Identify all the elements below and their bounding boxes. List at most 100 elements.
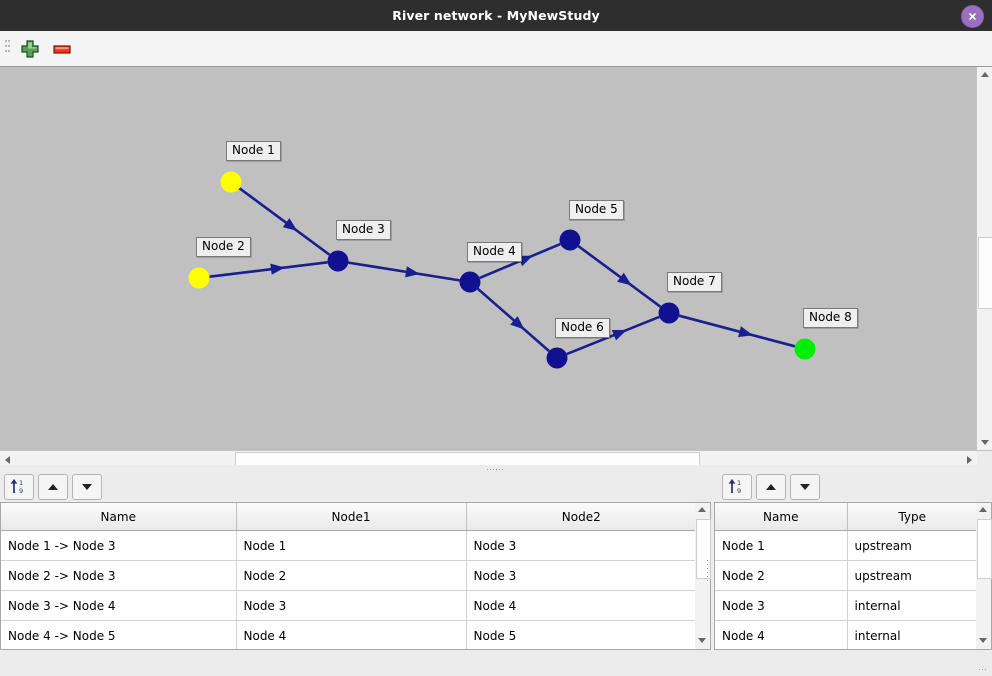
horizontal-splitter[interactable] bbox=[0, 465, 992, 474]
diagram-node[interactable] bbox=[188, 267, 210, 289]
diagram-node[interactable] bbox=[794, 338, 816, 360]
node-scroll-thumb[interactable] bbox=[977, 519, 992, 579]
diagram-edge[interactable] bbox=[577, 245, 662, 308]
branch-scroll-down-button[interactable] bbox=[695, 634, 708, 649]
column-header[interactable]: Type bbox=[847, 503, 977, 531]
close-icon[interactable] bbox=[961, 5, 984, 28]
table-cell[interactable]: upstream bbox=[847, 530, 977, 561]
scroll-up-button[interactable] bbox=[977, 67, 992, 82]
diagram-edge[interactable] bbox=[477, 287, 550, 353]
sort-ascending-icon[interactable]: 1 9 bbox=[4, 474, 34, 500]
table-cell[interactable]: upstream bbox=[847, 560, 977, 591]
canvas-horizontal-scrollbar[interactable] bbox=[0, 450, 977, 467]
diagram-node[interactable] bbox=[559, 229, 581, 251]
diagram-edge[interactable] bbox=[678, 314, 796, 348]
scroll-right-button[interactable] bbox=[962, 451, 977, 466]
diagram-node-label[interactable]: Node 5 bbox=[569, 200, 624, 220]
diagram-node-label[interactable]: Node 3 bbox=[336, 220, 391, 240]
diagram-viewport[interactable]: Node 1 Node 2 Node 3 Node 4 Node 5 Node 6 Node… bbox=[0, 67, 977, 449]
scroll-down-button[interactable] bbox=[977, 435, 992, 450]
diagram-edge[interactable] bbox=[566, 315, 660, 356]
diagram-edge[interactable] bbox=[348, 261, 460, 282]
diagram-node[interactable] bbox=[658, 302, 680, 324]
table-cell[interactable]: Node 1 bbox=[715, 530, 848, 561]
delete-minus-icon[interactable] bbox=[50, 37, 74, 61]
canvas-vscroll-track[interactable] bbox=[977, 82, 992, 435]
column-header[interactable]: Node2 bbox=[466, 503, 696, 531]
diagram-edge[interactable] bbox=[238, 187, 331, 256]
node-move-up-button[interactable] bbox=[756, 474, 786, 500]
diagram-node[interactable] bbox=[220, 171, 242, 193]
column-header[interactable]: Node1 bbox=[236, 503, 467, 531]
table-cell[interactable]: Node 4 bbox=[236, 620, 467, 649]
node-sort-ascending-icon[interactable]: 1 9 bbox=[722, 474, 752, 500]
table-cell[interactable]: Node 3 bbox=[715, 590, 848, 621]
table-cell[interactable]: Node 2 -> Node 3 bbox=[1, 560, 237, 591]
table-cell[interactable]: Node 3 bbox=[466, 560, 696, 591]
svg-text:9: 9 bbox=[19, 487, 23, 495]
table-cell[interactable]: Node 3 bbox=[466, 530, 696, 561]
table-cell[interactable]: Node 2 bbox=[236, 560, 467, 591]
canvas-vertical-scrollbar[interactable] bbox=[976, 67, 992, 450]
branch-scroll-up-button[interactable] bbox=[695, 503, 708, 518]
move-up-button[interactable] bbox=[38, 474, 68, 500]
table-cell[interactable]: Node 3 bbox=[236, 590, 467, 621]
table-cell[interactable]: Node 2 bbox=[715, 560, 848, 591]
toolbar-drag-handle[interactable] bbox=[5, 40, 10, 58]
diagram-node-label[interactable]: Node 8 bbox=[803, 308, 858, 328]
table-cell[interactable]: Node 5 bbox=[466, 620, 696, 649]
move-down-button[interactable] bbox=[72, 474, 102, 500]
diagram-node-label[interactable]: Node 6 bbox=[555, 318, 610, 338]
table-cell[interactable]: internal bbox=[847, 620, 977, 649]
diagram-node[interactable] bbox=[459, 271, 481, 293]
main-toolbar bbox=[0, 31, 992, 67]
add-plus-icon[interactable] bbox=[18, 37, 42, 61]
title-bar: River network - MyNewStudy bbox=[0, 0, 992, 31]
diagram-node-label[interactable]: Node 1 bbox=[226, 141, 281, 161]
table-cell[interactable]: Node 4 bbox=[466, 590, 696, 621]
scroll-left-button[interactable] bbox=[0, 451, 15, 466]
table-cell[interactable]: Node 4 -> Node 5 bbox=[1, 620, 237, 649]
column-header[interactable]: Name bbox=[715, 503, 848, 531]
diagram-edge[interactable] bbox=[209, 260, 328, 279]
diagram-node-label[interactable]: Node 2 bbox=[196, 237, 251, 257]
table-cell[interactable]: internal bbox=[847, 590, 977, 621]
resize-grip[interactable] bbox=[979, 659, 988, 673]
table-cell[interactable]: Node 1 bbox=[236, 530, 467, 561]
diagram-node-label[interactable]: Node 4 bbox=[467, 242, 522, 262]
diagram-edge-arrow bbox=[405, 266, 420, 278]
column-header[interactable]: Name bbox=[1, 503, 237, 531]
table-cell[interactable]: Node 4 bbox=[715, 620, 848, 649]
diagram-node-label[interactable]: Node 7 bbox=[667, 272, 722, 292]
node-scroll-down-button[interactable] bbox=[976, 634, 989, 649]
node-move-down-button[interactable] bbox=[790, 474, 820, 500]
diagram-edge-arrow bbox=[510, 316, 525, 330]
table-cell[interactable]: Node 3 -> Node 4 bbox=[1, 590, 237, 621]
canvas-vscroll-thumb[interactable] bbox=[978, 237, 992, 309]
diagram-edge-arrow bbox=[611, 329, 627, 341]
node-scroll-up-button[interactable] bbox=[976, 503, 989, 518]
node-table-scrollbar[interactable] bbox=[976, 502, 992, 650]
diagram-node[interactable] bbox=[327, 250, 349, 272]
vertical-splitter[interactable] bbox=[707, 560, 710, 584]
network-diagram-canvas[interactable]: Node 1 Node 2 Node 3 Node 4 Node 5 Node 6 Node… bbox=[0, 66, 992, 467]
diagram-node[interactable] bbox=[546, 347, 568, 369]
table-cell[interactable]: Node 1 -> Node 3 bbox=[1, 530, 237, 561]
